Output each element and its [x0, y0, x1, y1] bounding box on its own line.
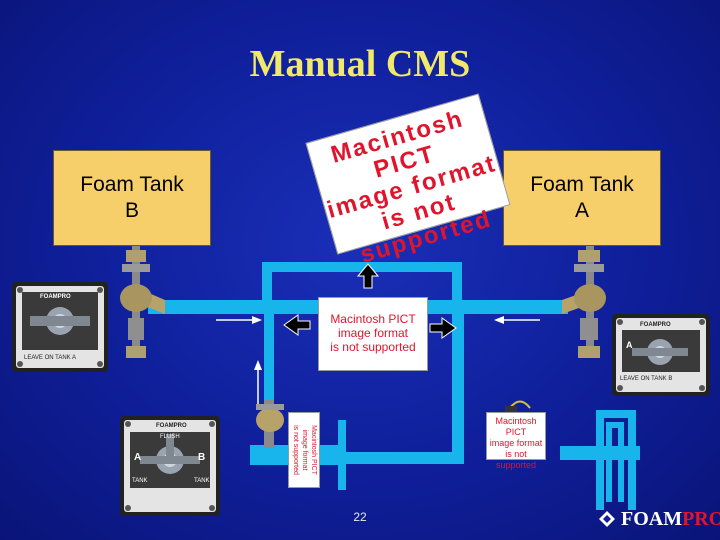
- right-panel-label-a: A: [626, 340, 633, 350]
- left-valve-assembly: [120, 246, 165, 358]
- direction-arrow-left: [283, 314, 311, 336]
- pict-vertical-line3: is not supported: [292, 425, 299, 475]
- bottom-panel-tank-b: TANK: [194, 478, 210, 484]
- right-drop-pipe: [452, 314, 464, 464]
- pict-vertical-line1: Macintosh PICT: [310, 425, 317, 475]
- pict-placeholder-vertical: Macintosh PICT image format is not suppo…: [288, 412, 320, 488]
- foam-tank-b: Foam Tank B: [53, 150, 211, 246]
- brand-foam: FOAM: [621, 508, 683, 530]
- brand-pro: PRO: [682, 508, 720, 530]
- bottom-panel-tank-a: TANK: [132, 478, 148, 484]
- manifold-inner-top: [606, 422, 624, 428]
- pict-right-line3: is not supported: [495, 449, 537, 470]
- pict-right-line1: Macintosh PICT: [495, 416, 537, 437]
- left-panel-caption: LEAVE ON TANK A: [24, 355, 77, 361]
- direction-arrow-right: [429, 317, 457, 339]
- bottom-panel-label-a: A: [134, 452, 142, 463]
- flow-arrow-up: [254, 360, 262, 404]
- pict-placeholder-center: Macintosh PICT image format is not suppo…: [318, 297, 428, 371]
- foampro-logo: FOAMPRO: [598, 508, 720, 536]
- lower-join-pipe: [320, 452, 464, 464]
- foam-tank-b-label: Foam Tank: [80, 173, 184, 196]
- right-valve-assembly: [562, 246, 606, 358]
- manifold-outer-right: [628, 410, 636, 510]
- upper-loop-pipe-right: [452, 262, 462, 302]
- flow-arrow-left: [216, 316, 262, 324]
- bottom-riser-pipe: [338, 420, 346, 490]
- right-panel-caption: LEAVE ON TANK B: [620, 376, 673, 382]
- foam-tank-a-letter: A: [574, 199, 589, 222]
- manifold-top: [596, 410, 636, 418]
- pict-center-line3: is not supported: [330, 340, 416, 354]
- manifold-inner-left: [606, 422, 612, 502]
- right-sensor: [505, 400, 531, 414]
- bottom-panel-flush: FLUSH: [160, 434, 180, 440]
- bottom-panel-brand: FOAMPRO: [156, 423, 187, 429]
- manifold-inner-right: [618, 422, 624, 502]
- pict-placeholder-right: Macintosh PICT image format is not suppo…: [486, 412, 546, 470]
- upper-loop-pipe-left: [262, 262, 272, 302]
- bottom-control-panel: [120, 416, 220, 516]
- pict-right-line2: image format: [489, 438, 543, 448]
- foampro-emblem-icon: [599, 511, 615, 527]
- flow-arrow-right: [494, 316, 540, 324]
- lower-valve: [256, 400, 284, 448]
- right-control-panel: [612, 314, 710, 396]
- foam-tank-a: Foam Tank A: [503, 150, 661, 246]
- right-panel-brand: FOAMPRO: [640, 322, 671, 328]
- pict-center-line1: Macintosh PICT: [330, 312, 416, 326]
- left-panel-brand: FOAMPRO: [40, 294, 71, 300]
- upper-loop-pipe-top: [262, 262, 462, 272]
- left-drop-pipe: [264, 314, 274, 404]
- bottom-panel-label-b: B: [198, 452, 206, 463]
- page-number: 22: [353, 510, 367, 524]
- pict-vertical-line2: image format: [301, 429, 308, 471]
- slide-title: Manual CMS: [249, 43, 471, 85]
- foam-tank-a-label: Foam Tank: [530, 173, 634, 196]
- left-control-panel: [12, 282, 108, 372]
- pict-center-line2: image format: [337, 326, 409, 340]
- manifold-outer-left: [596, 410, 604, 510]
- direction-arrow-up: [356, 263, 380, 289]
- foam-tank-b-letter: B: [124, 199, 139, 222]
